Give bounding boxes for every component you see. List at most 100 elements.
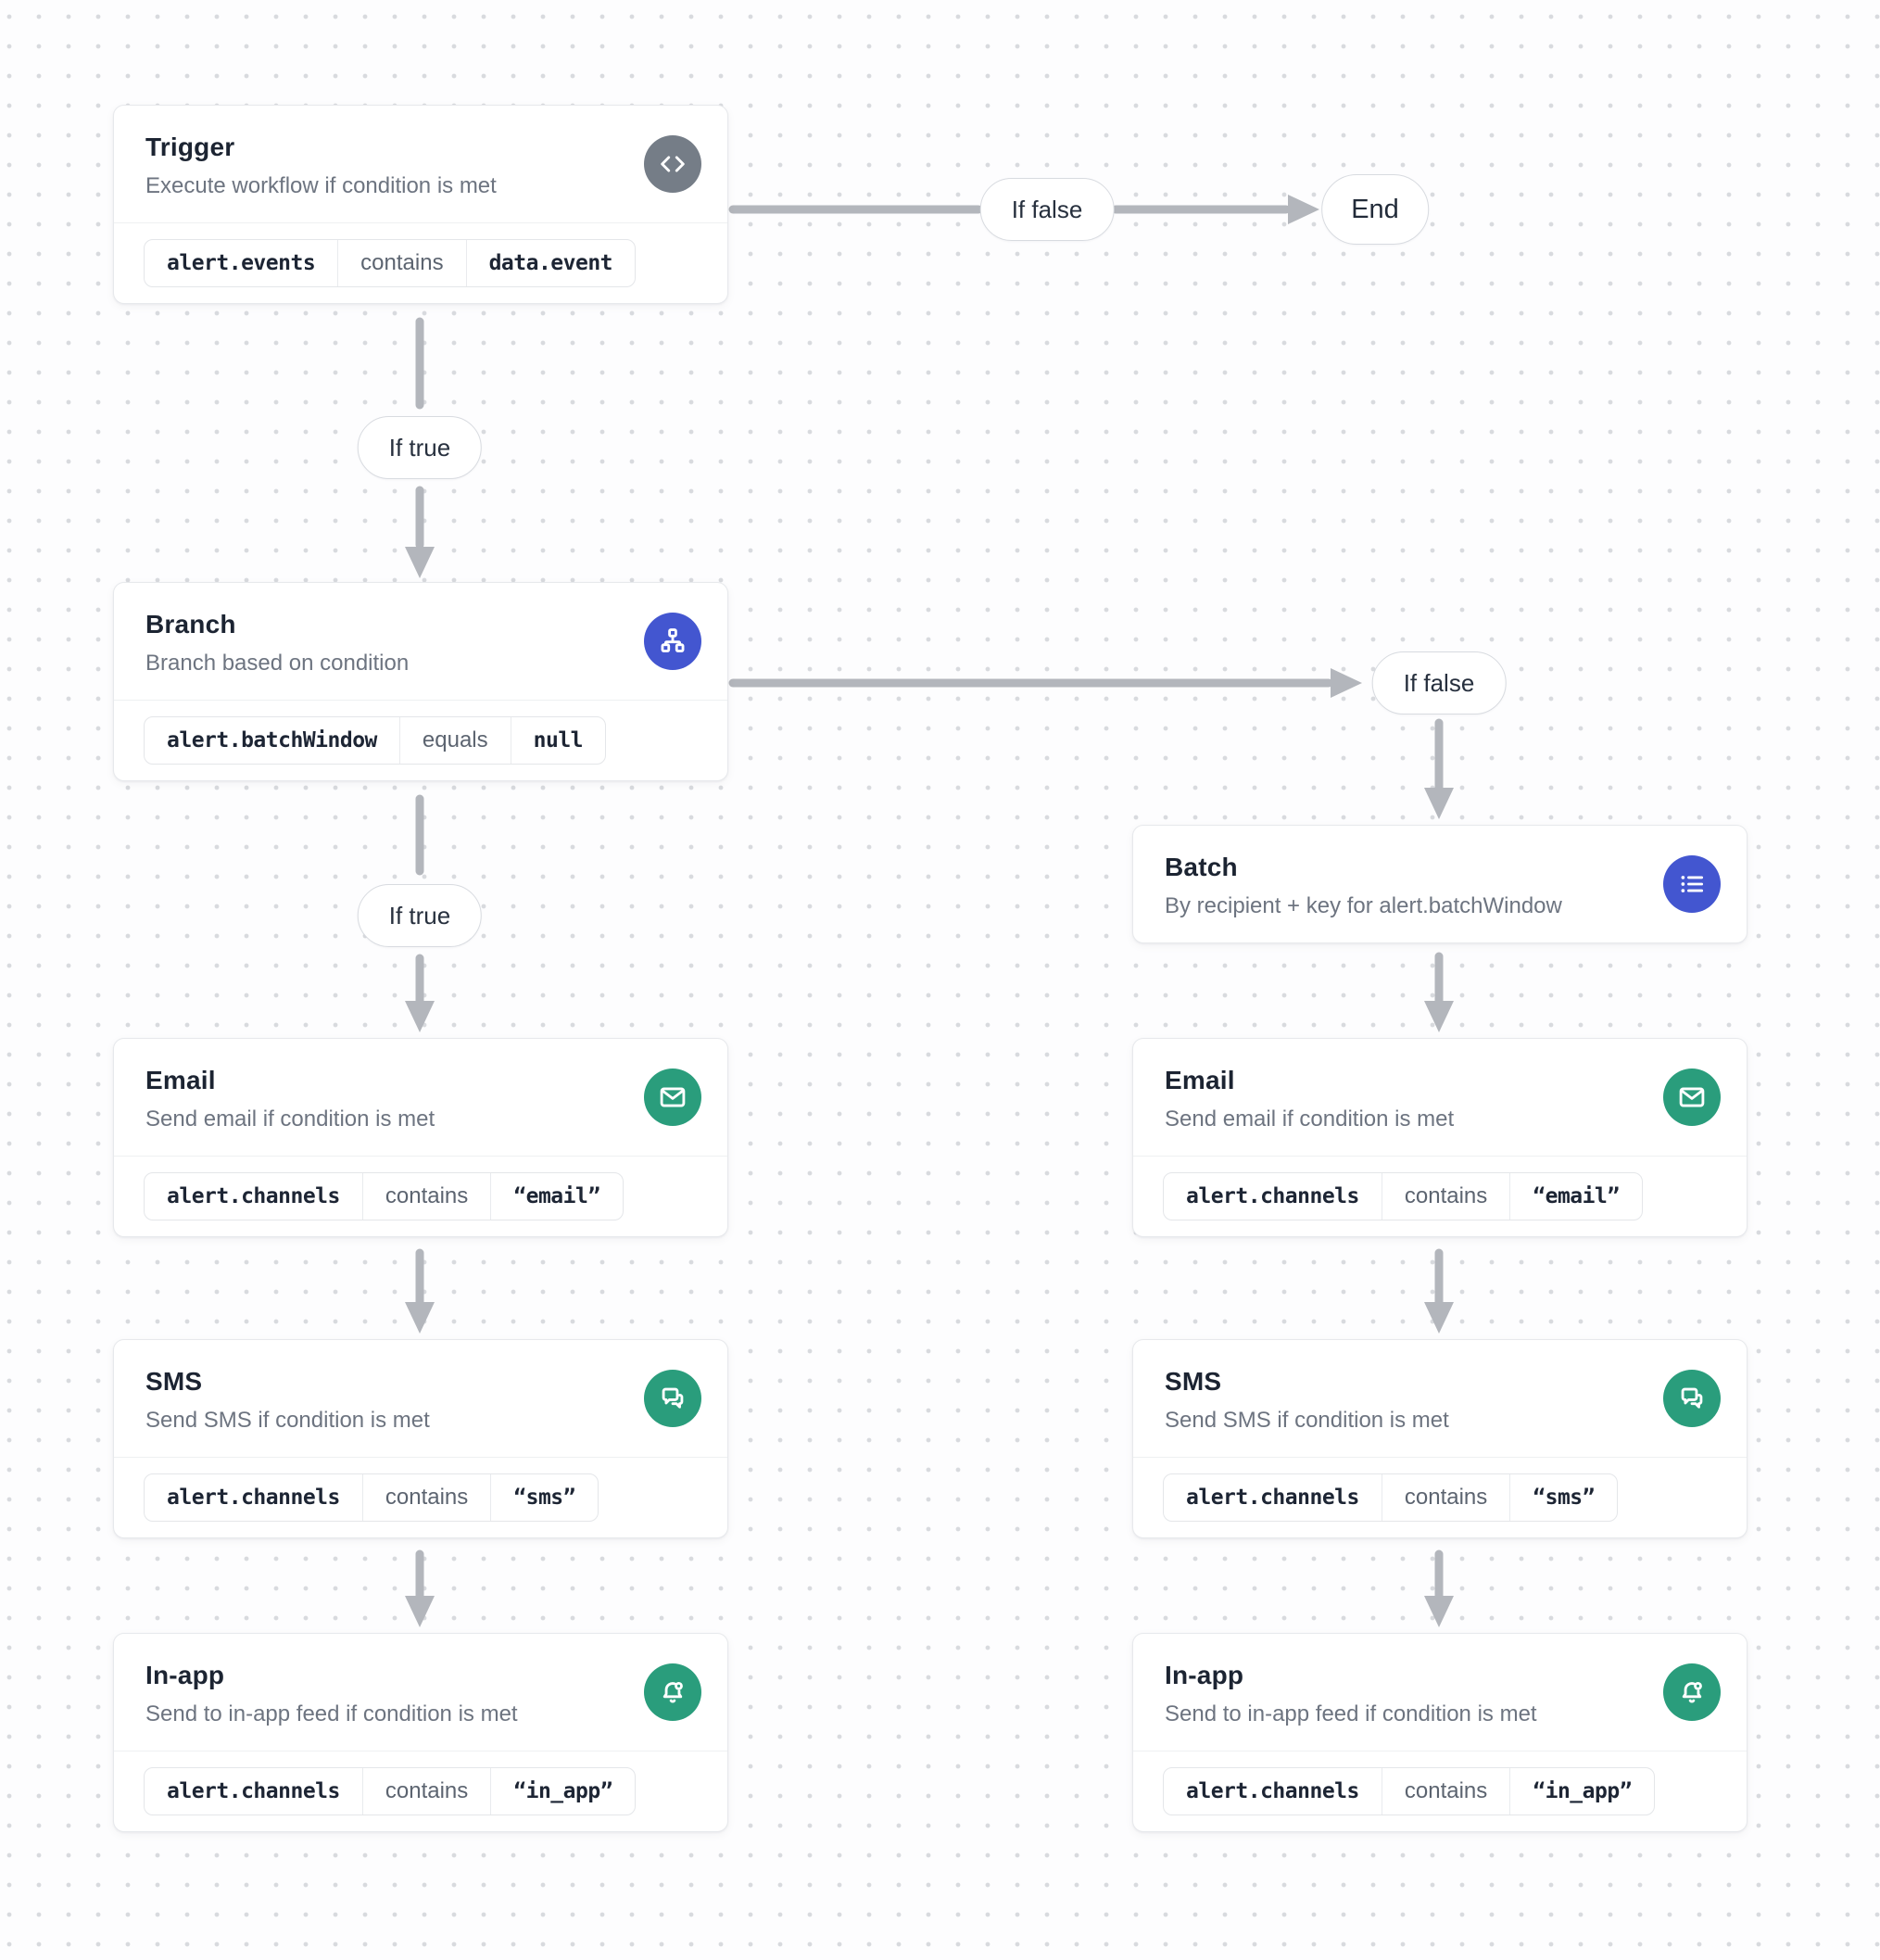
edge-trigger-to-end <box>728 195 1319 224</box>
condition-chip: alert.batchWindow equals null <box>144 716 607 765</box>
email-node-header: Email Send email if condition is met <box>1133 1039 1747 1156</box>
condition-value: “email” <box>1509 1173 1641 1220</box>
condition-field: alert.channels <box>167 1779 340 1803</box>
condition-chip: alert.events contains data.event <box>144 239 637 287</box>
code-icon <box>644 135 701 193</box>
edge-if-false-to-batch <box>1424 718 1454 819</box>
condition-chip: alert.channels contains “email” <box>1163 1172 1643 1220</box>
condition-field: alert.channels <box>1186 1486 1359 1510</box>
edge-email-to-sms-left <box>405 1248 435 1334</box>
condition-field: alert.batchWindow <box>167 728 377 752</box>
edge-sms-to-inapp-left <box>405 1549 435 1627</box>
condition-row: alert.channels contains “email” <box>114 1156 727 1236</box>
condition-value: data.event <box>465 240 635 286</box>
edge-label-if-true-branch: If true <box>357 884 483 947</box>
condition-operator: contains <box>361 1173 490 1220</box>
condition-value: null <box>510 717 605 764</box>
mail-icon <box>644 1069 701 1126</box>
condition-value: “sms” <box>490 1474 598 1521</box>
branch-node[interactable]: Branch Branch based on condition alert.b… <box>113 582 728 781</box>
end-node[interactable]: End <box>1321 174 1429 245</box>
condition-chip: alert.channels contains “in_app” <box>144 1767 637 1815</box>
node-subtitle: Send email if condition is met <box>1165 1106 1455 1132</box>
sms-node-left[interactable]: SMS Send SMS if condition is met alert.c… <box>113 1339 728 1538</box>
trigger-node[interactable]: Trigger Execute workflow if condition is… <box>113 105 728 304</box>
condition-row: alert.channels contains “sms” <box>114 1457 727 1537</box>
list-icon <box>1663 855 1721 913</box>
node-title: In-app <box>1165 1661 1244 1689</box>
node-subtitle: Execute workflow if condition is met <box>145 173 497 198</box>
mail-icon <box>1663 1069 1721 1126</box>
inapp-node-left[interactable]: In-app Send to in-app feed if condition … <box>113 1633 728 1832</box>
sitemap-icon <box>644 613 701 670</box>
condition-operator: contains <box>1381 1173 1509 1220</box>
condition-row: alert.batchWindow equals null <box>114 700 727 780</box>
email-node-left[interactable]: Email Send email if condition is met ale… <box>113 1038 728 1237</box>
node-subtitle: Send email if condition is met <box>145 1106 435 1132</box>
email-node-right[interactable]: Email Send email if condition is met ale… <box>1132 1038 1748 1237</box>
node-title: SMS <box>145 1367 203 1396</box>
edge-sms-to-inapp-right <box>1424 1549 1454 1627</box>
node-subtitle: By recipient + key for alert.batchWindow <box>1165 893 1562 918</box>
condition-field: alert.channels <box>1186 1184 1359 1208</box>
condition-operator: equals <box>398 717 511 764</box>
node-subtitle: Send to in-app feed if condition is met <box>145 1701 518 1726</box>
condition-chip: alert.channels contains “sms” <box>1163 1473 1619 1522</box>
edge-batch-to-email-right <box>1424 952 1454 1032</box>
condition-row: alert.channels contains “in_app” <box>114 1751 727 1831</box>
node-title: Trigger <box>145 133 235 161</box>
node-subtitle: Send SMS if condition is met <box>145 1408 430 1433</box>
condition-value: “email” <box>490 1173 622 1220</box>
node-title: In-app <box>145 1661 225 1689</box>
bell-badge-icon <box>644 1663 701 1721</box>
node-title: Batch <box>1165 853 1238 881</box>
node-title: SMS <box>1165 1367 1222 1396</box>
condition-row: alert.channels contains “email” <box>1133 1156 1747 1236</box>
condition-chip: alert.channels contains “in_app” <box>1163 1767 1656 1815</box>
node-subtitle: Send SMS if condition is met <box>1165 1408 1449 1433</box>
condition-operator: contains <box>361 1768 490 1815</box>
condition-operator: contains <box>1381 1474 1509 1521</box>
inapp-node-header: In-app Send to in-app feed if condition … <box>1133 1634 1747 1751</box>
node-subtitle: Send to in-app feed if condition is met <box>1165 1701 1537 1726</box>
condition-field: alert.events <box>167 251 316 275</box>
edge-trigger-to-if-true <box>405 317 435 578</box>
edge-branch-to-if-false <box>728 668 1362 698</box>
branch-node-header: Branch Branch based on condition <box>114 583 727 700</box>
edge-email-to-sms-right <box>1424 1248 1454 1334</box>
edge-label-if-false-branch: If false <box>1371 651 1507 714</box>
edge-label-if-true-trigger: If true <box>357 416 483 479</box>
condition-field: alert.channels <box>1186 1779 1359 1803</box>
condition-field: alert.channels <box>167 1486 340 1510</box>
edge-label-if-false-trigger: If false <box>979 178 1115 241</box>
condition-operator: contains <box>361 1474 490 1521</box>
condition-operator: contains <box>1381 1768 1509 1815</box>
inapp-node-header: In-app Send to in-app feed if condition … <box>114 1634 727 1751</box>
condition-row: alert.channels contains “in_app” <box>1133 1751 1747 1831</box>
sms-node-header: SMS Send SMS if condition is met <box>114 1340 727 1457</box>
condition-field: alert.channels <box>167 1184 340 1208</box>
condition-row: alert.events contains data.event <box>114 222 727 303</box>
email-node-header: Email Send email if condition is met <box>114 1039 727 1156</box>
condition-value: “sms” <box>1509 1474 1617 1521</box>
batch-node-header: Batch By recipient + key for alert.batch… <box>1133 826 1747 942</box>
inapp-node-right[interactable]: In-app Send to in-app feed if condition … <box>1132 1633 1748 1832</box>
bell-badge-icon <box>1663 1663 1721 1721</box>
condition-value: “in_app” <box>490 1768 635 1815</box>
condition-operator: contains <box>337 240 465 286</box>
sms-node-right[interactable]: SMS Send SMS if condition is met alert.c… <box>1132 1339 1748 1538</box>
node-title: Email <box>1165 1066 1235 1094</box>
node-subtitle: Branch based on condition <box>145 651 410 676</box>
trigger-node-header: Trigger Execute workflow if condition is… <box>114 106 727 222</box>
batch-node[interactable]: Batch By recipient + key for alert.batch… <box>1132 825 1748 943</box>
chat-bubbles-icon <box>644 1370 701 1427</box>
condition-chip: alert.channels contains “email” <box>144 1172 624 1220</box>
condition-chip: alert.channels contains “sms” <box>144 1473 599 1522</box>
condition-value: “in_app” <box>1509 1768 1654 1815</box>
edge-branch-to-if-true <box>405 794 435 1032</box>
sms-node-header: SMS Send SMS if condition is met <box>1133 1340 1747 1457</box>
node-title: Email <box>145 1066 216 1094</box>
condition-row: alert.channels contains “sms” <box>1133 1457 1747 1537</box>
